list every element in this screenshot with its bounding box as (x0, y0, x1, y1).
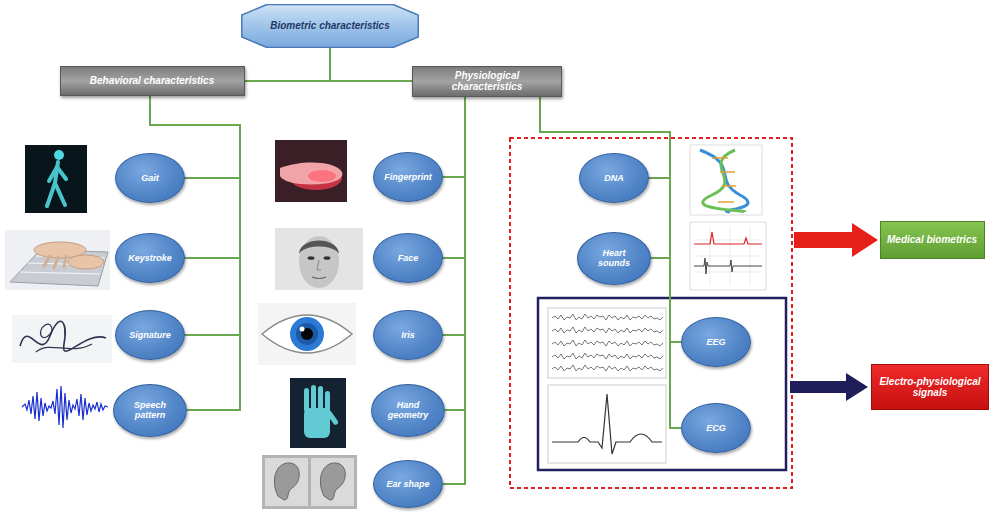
dna-picture (690, 145, 762, 215)
tree-connector (443, 97, 465, 336)
trait-ellipse: Gait (115, 153, 185, 203)
trait-ellipse: Signature (115, 310, 185, 360)
node-label: Hand geometry (381, 400, 436, 421)
tree-connector (150, 96, 240, 335)
gait-picture (25, 145, 87, 213)
eeg-picture (548, 308, 666, 378)
node-text-block: Behavioral characteristics (90, 75, 215, 87)
node-text-block: Physiological characteristics (419, 70, 555, 93)
result-box: Medical biometrics (880, 221, 985, 259)
node-label: DNA (604, 173, 624, 183)
tree-connector (330, 48, 412, 81)
hand-picture (290, 378, 346, 448)
trait-ellipse: Fingerprint (373, 152, 443, 202)
node-text-block: Heart sounds (587, 248, 642, 269)
node-label: Speech pattern (123, 400, 178, 421)
result-box: Electro-physiological signals (871, 364, 989, 410)
group-arrow (790, 373, 868, 401)
tree-connector (443, 97, 465, 178)
tree-connector (540, 97, 681, 429)
face-picture (275, 228, 363, 290)
tree-connector (540, 97, 681, 343)
heart-sounds-picture (690, 222, 766, 290)
node-text-block: Electro-physiological signals (878, 376, 982, 399)
node-label: Fingerprint (384, 172, 432, 182)
node-label: Signature (129, 330, 171, 340)
ear-picture (262, 455, 357, 509)
tree-connector (445, 97, 465, 411)
tree-connector (245, 48, 331, 81)
node-label: Gait (141, 173, 159, 183)
trait-ellipse: ECG (681, 403, 751, 453)
group-arrow (794, 223, 878, 257)
iris-picture (258, 303, 356, 365)
fingerprint-picture (275, 140, 347, 202)
node-text-block: Fingerprint (384, 172, 432, 182)
node-text-block: EEG (706, 337, 725, 347)
node-label: Biometric characteristics (270, 20, 390, 32)
category-box: Physiological characteristics (412, 66, 562, 97)
node-label: Physiological characteristics (419, 70, 555, 93)
trait-ellipse: Speech pattern (113, 384, 187, 437)
speech-waveform-picture (18, 377, 113, 437)
node-text-block: Ear shape (386, 479, 429, 489)
node-text-block: Signature (129, 330, 171, 340)
node-text-block: ECG (706, 423, 726, 433)
node-label: Iris (401, 330, 415, 340)
trait-ellipse: Hand geometry (371, 384, 445, 437)
root-octagon: Biometric characteristics (240, 4, 420, 48)
trait-ellipse: Face (373, 233, 443, 283)
medical-group-outline (510, 138, 792, 488)
trait-ellipse: Ear shape (373, 460, 443, 508)
node-label: Heart sounds (587, 248, 642, 269)
trait-ellipse: Heart sounds (577, 232, 651, 285)
tree-connector (443, 97, 465, 259)
node-text-block: Gait (141, 173, 159, 183)
node-text-block: Speech pattern (123, 400, 178, 421)
node-label: ECG (706, 423, 726, 433)
node-text-block: Face (398, 253, 419, 263)
ecg-picture (548, 385, 666, 463)
node-text-block: Biometric characteristics (270, 20, 390, 32)
node-label: Ear shape (386, 479, 429, 489)
node-label: Medical biometrics (887, 234, 977, 246)
trait-ellipse: Keystroke (115, 233, 185, 283)
node-label: Electro-physiological signals (878, 376, 982, 399)
keystroke-picture (5, 230, 110, 290)
node-text-block: Iris (401, 330, 415, 340)
node-text-block: Medical biometrics (887, 234, 977, 246)
trait-ellipse: EEG (681, 317, 751, 367)
trait-ellipse: Iris (373, 310, 443, 360)
category-box: Behavioral characteristics (60, 66, 245, 96)
signal-group-outline (538, 298, 786, 470)
node-label: EEG (706, 337, 725, 347)
node-text-block: DNA (604, 173, 624, 183)
node-label: Behavioral characteristics (90, 75, 215, 87)
trait-ellipse: DNA (579, 153, 649, 203)
node-text-block: Keystroke (128, 253, 172, 263)
signature-picture (12, 315, 112, 363)
node-label: Keystroke (128, 253, 172, 263)
node-label: Face (398, 253, 419, 263)
node-text-block: Hand geometry (381, 400, 436, 421)
tree-connector (443, 97, 465, 485)
